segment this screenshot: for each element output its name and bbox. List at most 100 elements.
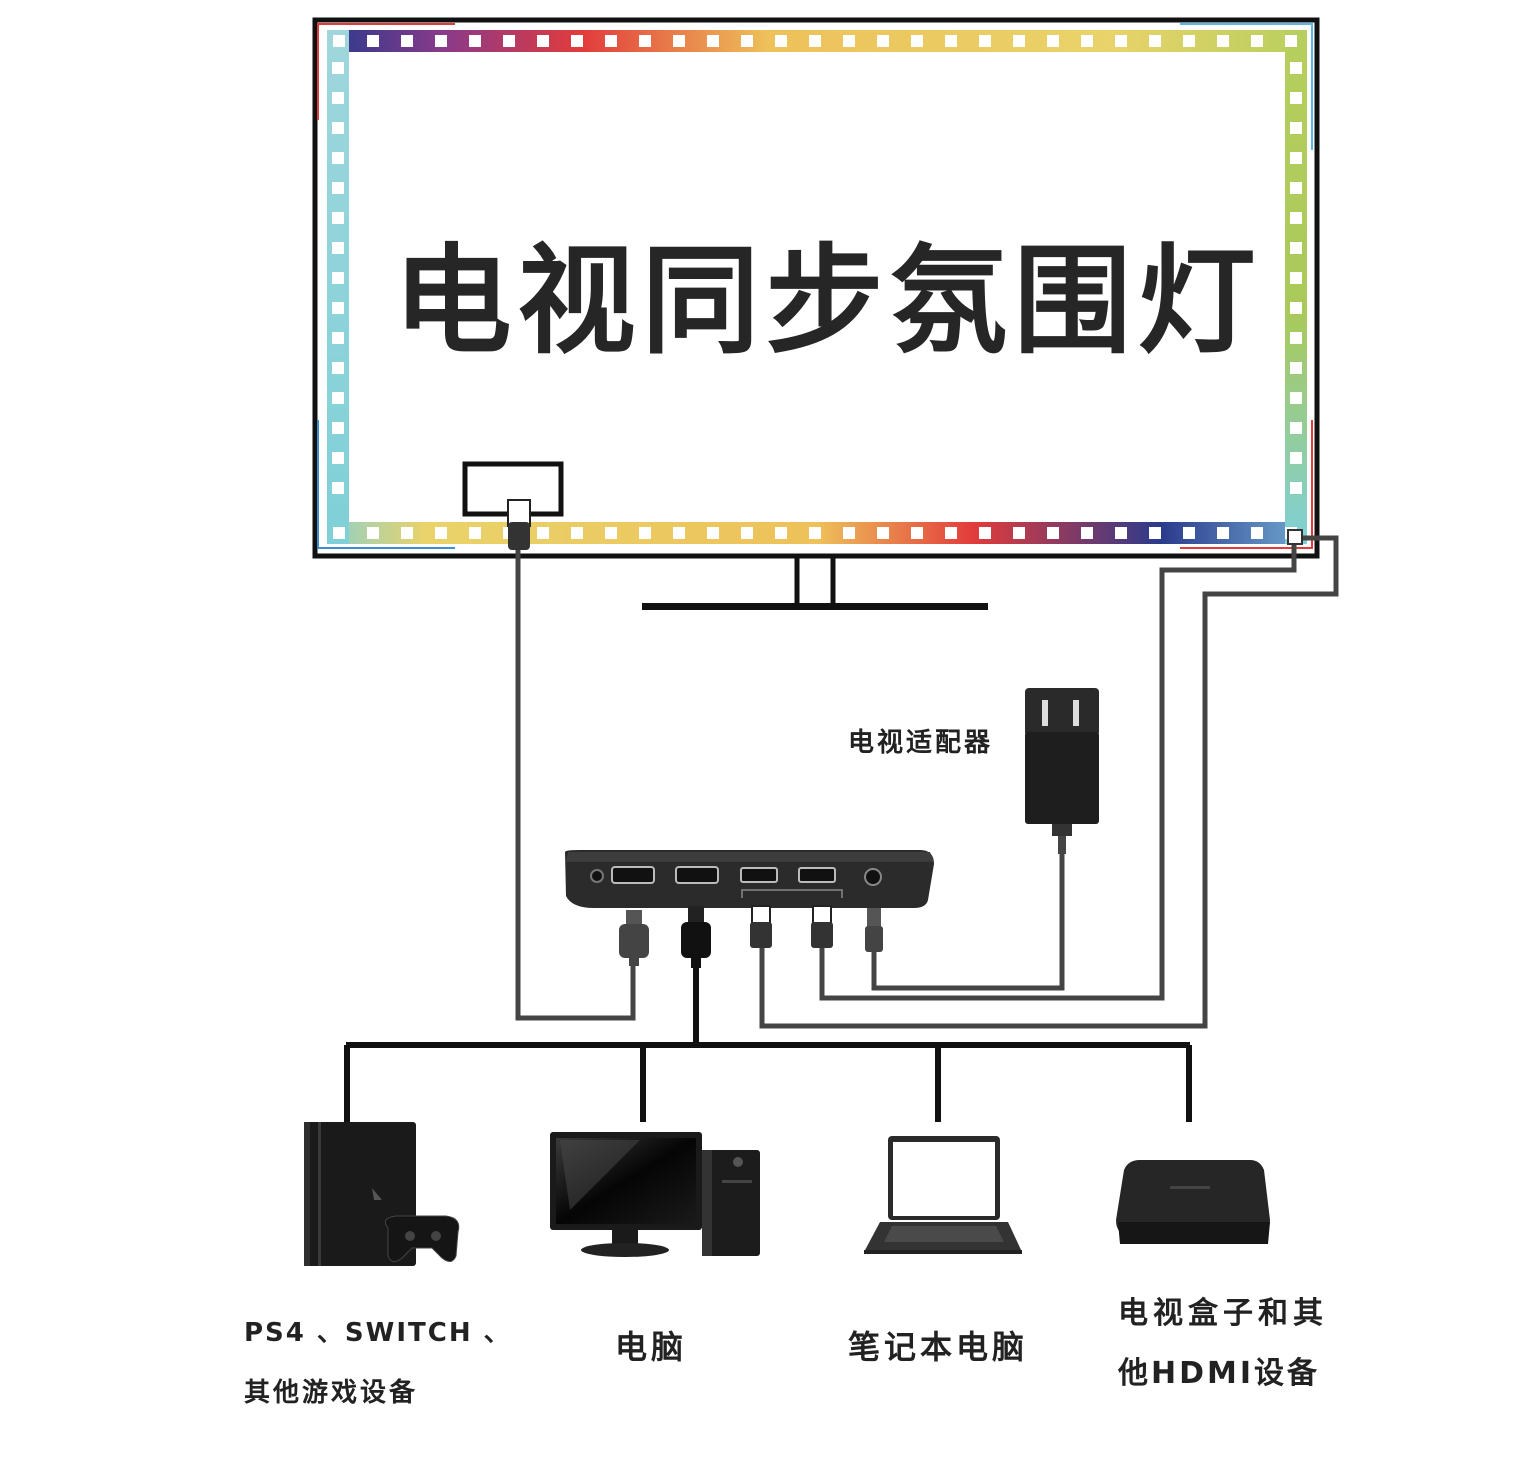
hub-port-dc-right bbox=[864, 868, 882, 886]
led-chip bbox=[1251, 35, 1263, 47]
led-chip bbox=[1290, 182, 1302, 194]
led-chip bbox=[332, 212, 344, 224]
led-chip bbox=[979, 527, 991, 539]
led-chip bbox=[945, 527, 957, 539]
led-chip bbox=[775, 527, 787, 539]
led-chip bbox=[332, 152, 344, 164]
strip-wire-red-2 bbox=[1180, 420, 1313, 549]
led-chip bbox=[1290, 62, 1302, 74]
led-chip bbox=[1013, 527, 1025, 539]
tv-box-icon bbox=[1116, 1160, 1270, 1244]
led-chip bbox=[1290, 482, 1302, 494]
cable-strip-to-hub-1 bbox=[819, 540, 1297, 1001]
led-chip bbox=[332, 272, 344, 284]
led-chip bbox=[332, 92, 344, 104]
led-chip bbox=[605, 527, 617, 539]
led-chip bbox=[333, 35, 345, 47]
led-chip bbox=[1047, 527, 1059, 539]
led-chip bbox=[503, 35, 515, 47]
led-chip bbox=[401, 527, 413, 539]
led-chip bbox=[605, 35, 617, 47]
led-chip bbox=[1290, 122, 1302, 134]
strip-wire-cyan bbox=[1180, 23, 1313, 150]
led-chip bbox=[332, 242, 344, 254]
led-chip bbox=[1290, 152, 1302, 164]
led-chip bbox=[332, 422, 344, 434]
cable-strip-to-hub-2 bbox=[759, 535, 1339, 1029]
led-chip bbox=[332, 482, 344, 494]
adapter-body bbox=[1025, 732, 1099, 824]
hub-port-hdmi-2 bbox=[675, 866, 719, 884]
led-chip bbox=[1290, 212, 1302, 224]
led-chip bbox=[332, 182, 344, 194]
device-label-desktop: 电脑 bbox=[615, 1328, 688, 1366]
led-chip bbox=[1183, 35, 1195, 47]
led-chip bbox=[741, 527, 753, 539]
controller bbox=[384, 1215, 460, 1262]
led-chip bbox=[639, 35, 651, 47]
hub-port-usb-1 bbox=[740, 867, 778, 883]
hub-port-dc-left bbox=[590, 869, 604, 883]
strip-connector bbox=[1287, 529, 1303, 545]
led-chip bbox=[1290, 392, 1302, 404]
led-dots bbox=[332, 35, 1302, 539]
device-label-laptop: 笔记本电脑 bbox=[848, 1328, 1029, 1366]
led-chip bbox=[877, 527, 889, 539]
led-chip bbox=[1217, 35, 1229, 47]
tv bbox=[312, 17, 1320, 610]
led-chip bbox=[435, 527, 447, 539]
camera-usb-plug bbox=[507, 499, 531, 550]
led-chip bbox=[673, 527, 685, 539]
led-chip bbox=[1149, 527, 1161, 539]
led-chip bbox=[332, 62, 344, 74]
adapter-plug-face bbox=[1025, 688, 1099, 736]
device-label-game-line-1: PS4 、SWITCH 、 bbox=[244, 1318, 512, 1348]
led-chip bbox=[469, 35, 481, 47]
led-chip bbox=[537, 527, 549, 539]
led-chip bbox=[1081, 527, 1093, 539]
led-chip bbox=[571, 35, 583, 47]
tv-stand-neck bbox=[794, 553, 836, 609]
laptop-icon bbox=[864, 1136, 1022, 1254]
led-chip bbox=[1290, 362, 1302, 374]
adapter-label: 电视适配器 bbox=[848, 728, 994, 758]
device-label-tvbox-line-2: 他HDMI设备 bbox=[1118, 1356, 1321, 1391]
led-chip bbox=[571, 527, 583, 539]
led-chip bbox=[843, 527, 855, 539]
led-chip bbox=[537, 35, 549, 47]
cable-adapter-to-hub bbox=[871, 822, 1065, 991]
led-chip bbox=[367, 527, 379, 539]
led-chip bbox=[1081, 35, 1093, 47]
hub-port-hdmi-1 bbox=[611, 866, 655, 884]
led-chip bbox=[367, 35, 379, 47]
led-chip bbox=[707, 35, 719, 47]
led-chip bbox=[1183, 527, 1195, 539]
led-chip bbox=[809, 35, 821, 47]
led-chip bbox=[1217, 527, 1229, 539]
hub-port-usb-2 bbox=[798, 867, 836, 883]
led-chip bbox=[1290, 452, 1302, 464]
camera-module bbox=[462, 461, 564, 517]
led-chip bbox=[1149, 35, 1161, 47]
led-chip bbox=[1013, 35, 1025, 47]
led-chip bbox=[911, 527, 923, 539]
led-chip bbox=[435, 35, 447, 47]
led-chip bbox=[1290, 272, 1302, 284]
hub-plugs bbox=[619, 905, 883, 968]
game-console-icon bbox=[304, 1122, 460, 1266]
led-chip bbox=[332, 302, 344, 314]
tv-adapter bbox=[1025, 688, 1099, 854]
led-chip bbox=[1290, 332, 1302, 344]
strip-wire-blue bbox=[317, 420, 455, 549]
led-chip bbox=[775, 35, 787, 47]
strip-wire-red bbox=[317, 23, 455, 120]
led-chip bbox=[1285, 35, 1297, 47]
led-chip bbox=[1290, 302, 1302, 314]
led-chip bbox=[1290, 92, 1302, 104]
led-chip bbox=[741, 35, 753, 47]
led-chip bbox=[809, 527, 821, 539]
cable-camera-to-hub bbox=[515, 545, 636, 1021]
led-chip bbox=[1115, 527, 1127, 539]
led-chip bbox=[1047, 35, 1059, 47]
led-chip bbox=[707, 527, 719, 539]
